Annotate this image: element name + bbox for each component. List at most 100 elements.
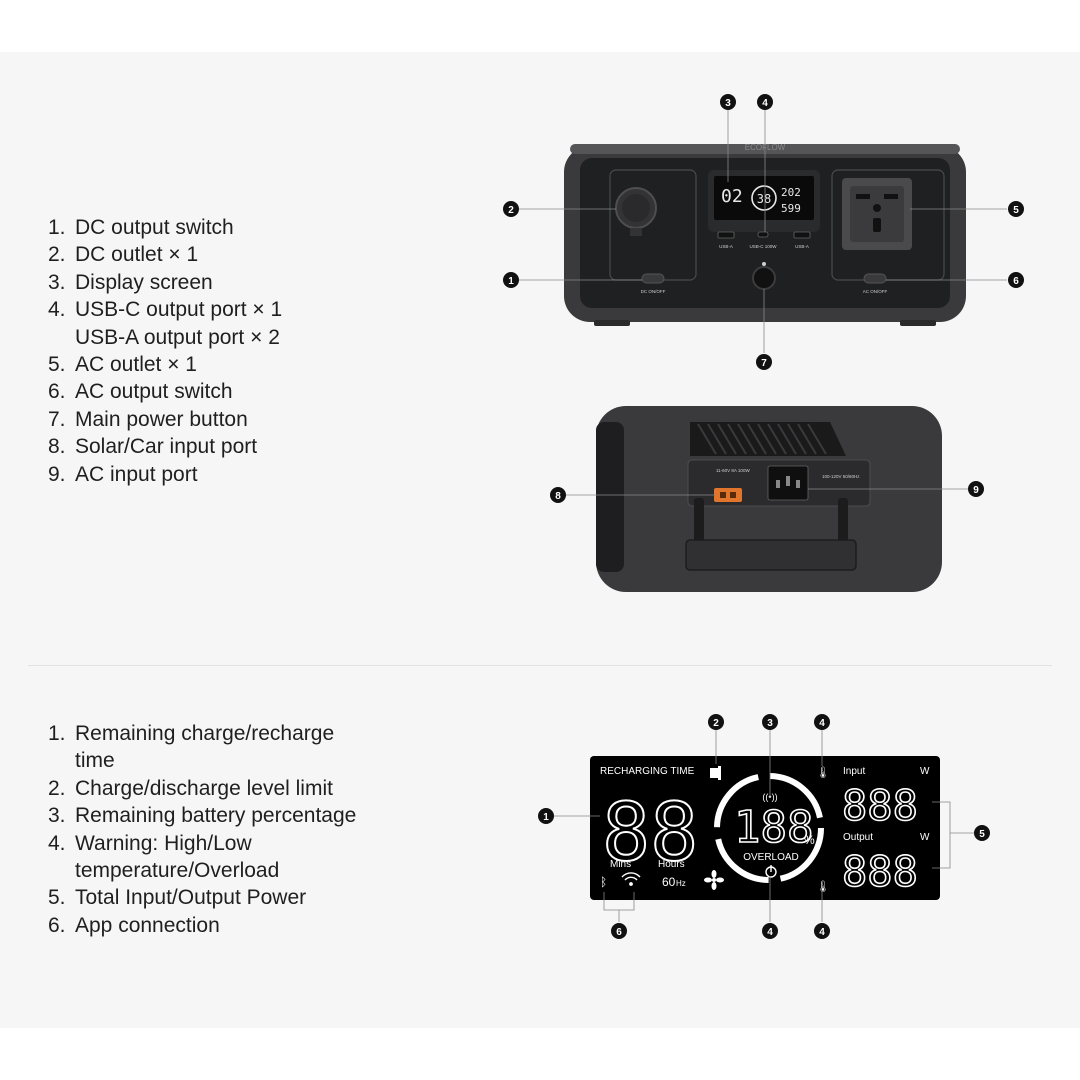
- hz-value: 60: [662, 875, 676, 889]
- usb-a-right-port-icon: [793, 231, 811, 239]
- ac-switch-icon: [863, 273, 887, 284]
- svg-text:2: 2: [713, 718, 719, 729]
- list-item: 3. Remaining battery percentage: [48, 802, 408, 829]
- list-item: 4. USB-C output port × 1: [48, 296, 368, 323]
- list-item-number: 3.: [48, 270, 66, 294]
- lcd-callout-4-bottom-right: 4: [814, 923, 830, 939]
- list-item-text: AC output switch: [75, 380, 233, 404]
- battery-ring: [714, 773, 824, 883]
- front-callout-1: 1: [503, 272, 519, 288]
- hours-label: Hours: [658, 859, 685, 870]
- list-item-text: USB-A output port × 2: [75, 325, 280, 349]
- mini-lcd-left: 02: [721, 186, 743, 207]
- list-item-text: App connection: [75, 913, 220, 937]
- lcd-callout-2: 2: [708, 714, 724, 730]
- recharging-time-label: RECHARGING TIME: [600, 766, 695, 777]
- svg-text:9: 9: [973, 485, 979, 496]
- overload-icon: [765, 865, 777, 878]
- fan-icon: [704, 870, 724, 890]
- usb-c-port-icon: [757, 231, 769, 238]
- svg-text:4: 4: [819, 927, 825, 938]
- svg-text:3: 3: [725, 98, 731, 109]
- list-item: 1. Remaining charge/recharge: [48, 720, 408, 747]
- main-power-button-icon: [752, 266, 776, 290]
- list-item-text: time: [75, 749, 115, 773]
- svg-text:4: 4: [767, 927, 773, 938]
- list-item-number: 5.: [48, 886, 66, 910]
- lcd-callout-6: 6: [611, 923, 627, 939]
- usb-c-label: USB-C 100W: [749, 244, 777, 249]
- svg-text:7: 7: [761, 358, 767, 369]
- list-item-text: Remaining charge/recharge: [75, 722, 335, 745]
- back-callout-8: 8: [550, 487, 566, 503]
- low-temperature-icon: 🌡: [816, 880, 830, 893]
- list-item-number: 5.: [48, 353, 66, 377]
- front-callout-4: 4: [757, 94, 773, 110]
- list-item-number: 3.: [48, 804, 66, 828]
- svg-text:1: 1: [543, 812, 549, 823]
- list-item-text: Solar/Car input port: [75, 435, 258, 459]
- back-callout-9: 9: [968, 481, 984, 497]
- svg-text:5: 5: [1013, 205, 1019, 216]
- mini-lcd-circle: 38: [757, 192, 771, 206]
- input-digits: 888: [842, 781, 918, 830]
- mini-lcd-right-top: 202: [781, 186, 801, 199]
- list-item-text: AC input port: [75, 462, 198, 486]
- list-item: 5. AC outlet × 1: [48, 351, 368, 378]
- lcd-callout-1: 1: [538, 808, 554, 824]
- list-item-text: Total Input/Output Power: [75, 886, 307, 910]
- input-unit: W: [920, 766, 930, 777]
- svg-text:1: 1: [508, 276, 514, 287]
- lcd-display-diagram: RECHARGING TIME 88 Mins Hours ᛒ 60 Hz 18…: [538, 714, 990, 939]
- bluetooth-icon: ᛒ: [600, 875, 607, 889]
- time-digits: 88: [602, 786, 698, 879]
- solar-spec-label: 11-60V 8A 100W: [716, 468, 750, 473]
- list-item: 2.DC outlet × 1: [48, 241, 368, 268]
- list-item-number: 7.: [48, 407, 66, 431]
- svg-text:4: 4: [762, 98, 768, 109]
- svg-text:4: 4: [819, 718, 825, 729]
- list-item-text: AC outlet × 1: [75, 353, 197, 377]
- overload-label: OVERLOAD: [743, 852, 799, 863]
- list-item: 5. Total Input/Output Power: [48, 884, 408, 911]
- front-callout-7: 7: [756, 354, 772, 370]
- list-item-number: 2.: [48, 776, 66, 800]
- usb-a-right-label: USB-A: [795, 244, 809, 249]
- list-item-text: Charge/discharge level limit: [75, 776, 333, 800]
- lcd-callout-4-bottom-center: 4: [762, 923, 778, 939]
- lcd-callout-4-top: 4: [814, 714, 830, 730]
- high-temperature-icon: 🌡: [816, 766, 830, 779]
- list-item-number: 4.: [48, 298, 66, 322]
- svg-text:3: 3: [767, 718, 773, 729]
- output-label: Output: [843, 832, 873, 843]
- ac-spec-label: 100-120V 50/60Hz: [822, 474, 860, 479]
- list-item-number: 9.: [48, 462, 66, 486]
- list-item: temperature/Overload: [48, 857, 408, 884]
- ac-switch-label: AC ON/OFF: [863, 289, 888, 294]
- list-item-number: 1.: [48, 722, 66, 745]
- dc-switch-icon: [641, 273, 665, 284]
- list-item: 7.Main power button: [48, 406, 368, 433]
- lcd-screen: [590, 756, 940, 900]
- svg-text:6: 6: [1013, 276, 1019, 287]
- level-limit-icon: [710, 766, 721, 780]
- list-item-text: USB-C output port × 1: [75, 298, 283, 322]
- list-item-number: 8.: [48, 435, 66, 459]
- usb-a-left-port-icon: [717, 231, 735, 239]
- svg-text:6: 6: [616, 927, 622, 938]
- list-item: time: [48, 747, 408, 774]
- percent-digits: 188: [734, 802, 813, 853]
- svg-text:5: 5: [979, 829, 985, 840]
- display-feature-list: 1. Remaining charge/recharge time 2. Charge/…: [48, 720, 408, 939]
- list-item-text: Remaining battery percentage: [75, 804, 357, 828]
- list-item-number: 6.: [48, 380, 66, 404]
- list-item-number: 1.: [48, 216, 66, 239]
- list-item-text: Display screen: [75, 270, 213, 294]
- input-label: Input: [843, 766, 865, 777]
- front-callout-2: 2: [503, 201, 519, 217]
- lcd-callout-5: 5: [974, 825, 990, 841]
- list-item: USB-A output port × 2: [48, 324, 368, 351]
- mini-lcd-right-bottom: 599: [781, 202, 801, 215]
- device-back-view: 11-60V 8A 100W 100-120V 50/60Hz 8 9: [550, 406, 984, 592]
